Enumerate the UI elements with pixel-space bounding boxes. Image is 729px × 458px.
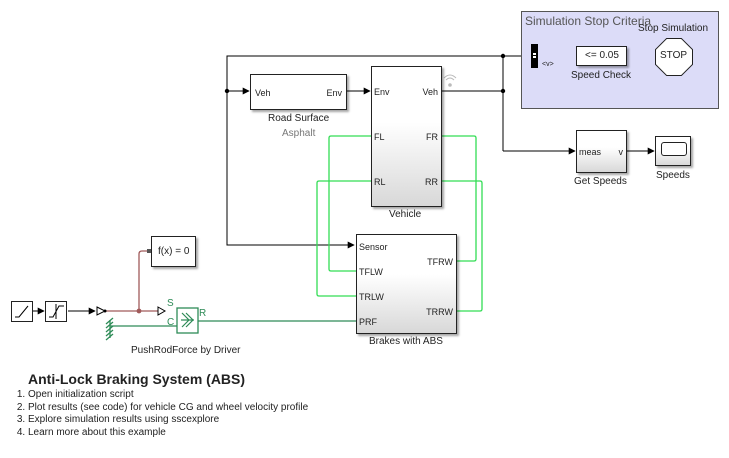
vehicle-label: Vehicle	[389, 209, 422, 220]
wire-rl-trlw	[316, 180, 371, 297]
wire-ps-solver	[138, 250, 150, 311]
pushrod-label: PushRodForce by Driver	[131, 345, 241, 356]
speed-check-expr: <= 0.05	[585, 50, 619, 61]
ramp-icon	[15, 305, 29, 318]
mechanical-ground-icon	[105, 317, 114, 341]
get-speeds-block[interactable]: meas v	[576, 130, 627, 173]
port-trlw: TRLW	[359, 292, 384, 302]
scope-label: Speeds	[656, 170, 690, 181]
port-c: C	[167, 317, 175, 328]
port-rl: RL	[374, 177, 386, 187]
vehicle-block[interactable]: Env FL RL Veh FR RR	[371, 66, 442, 207]
ps-arrow-s-icon	[157, 306, 167, 316]
wire-rr-trrw	[441, 180, 483, 312]
road-surface-sublabel: Asphalt	[282, 128, 316, 139]
stop-text: STOP	[660, 50, 688, 61]
link-learn-more[interactable]: Learn more about this example	[28, 427, 308, 440]
junction-dot	[136, 308, 142, 314]
port-fr: FR	[426, 132, 438, 142]
model-title: Anti-Lock Braking System (ABS)	[28, 371, 246, 387]
wire-feedback-top	[226, 55, 503, 249]
speed-check-label: Speed Check	[571, 70, 632, 81]
scope-screen-icon	[661, 142, 687, 156]
port-tflw: TFLW	[359, 267, 383, 277]
road-surface-label: Road Surface	[268, 113, 330, 124]
junction-dot	[500, 88, 506, 94]
junction-dot	[500, 53, 506, 59]
port-rr: RR	[425, 177, 438, 187]
bus-selector-block[interactable]	[531, 44, 538, 68]
port-fl: FL	[374, 132, 385, 142]
road-surface-block[interactable]: Veh Env	[250, 74, 347, 110]
saturation-block[interactable]	[45, 301, 67, 322]
force-source-icon	[181, 312, 194, 328]
port-veh: Veh	[255, 88, 271, 98]
solver-configuration-block[interactable]: f(x) = 0	[151, 236, 196, 267]
stop-block[interactable]: STOP	[655, 38, 693, 76]
port-r: R	[199, 308, 207, 319]
scope-block[interactable]	[655, 136, 691, 166]
junction-dot	[224, 88, 230, 94]
solver-text: f(x) = 0	[158, 246, 190, 257]
brakes-label: Brakes with ABS	[369, 336, 443, 347]
wire-fl-tflw	[328, 135, 371, 272]
ramp-block[interactable]	[11, 301, 33, 322]
port-tfrw: TFRW	[427, 257, 453, 267]
speed-check-block[interactable]: <= 0.05	[576, 46, 627, 66]
port-env: Env	[326, 88, 342, 98]
port-s: S	[167, 298, 174, 309]
port-meas: meas	[579, 147, 602, 157]
get-speeds-label: Get Speeds	[574, 176, 627, 187]
link-plot-results[interactable]: Plot results (see code) for vehicle CG a…	[28, 402, 308, 415]
brakes-with-abs-block[interactable]: Sensor TFLW TRLW PRF TFRW TRRW	[356, 234, 457, 334]
port-sensor: Sensor	[359, 242, 388, 252]
saturation-icon	[49, 304, 64, 319]
solver-port	[147, 249, 151, 253]
signal-log-icon	[443, 74, 457, 87]
ps-converter-icon	[96, 306, 107, 316]
port-prf: PRF	[359, 317, 377, 327]
port-veh: Veh	[422, 87, 438, 97]
selector-label: <v>	[542, 61, 554, 68]
port-trrw: TRRW	[426, 307, 453, 317]
wire-fr-tfrw	[441, 135, 477, 262]
link-explore-results[interactable]: Explore simulation results using sscexpl…	[28, 414, 308, 427]
area-title: Simulation Stop Criteria	[525, 14, 652, 28]
port-v: v	[618, 147, 624, 157]
annotation-links: Open initialization script Plot results …	[0, 389, 308, 439]
stop-block-label: Stop Simulation	[638, 23, 709, 34]
port-env: Env	[374, 87, 390, 97]
link-open-init-script[interactable]: Open initialization script	[28, 389, 308, 402]
